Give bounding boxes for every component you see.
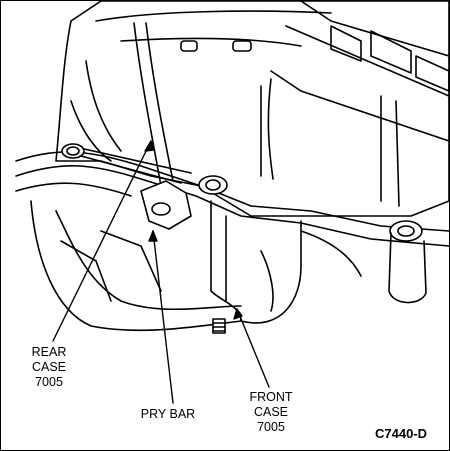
- front-case-callout: FRONT CASE 7005: [249, 390, 293, 434]
- leader-rear-case: [53, 141, 151, 341]
- figure-id-label: C7440-D: [374, 426, 428, 441]
- rear-case-callout: REAR CASE 7005: [31, 345, 67, 389]
- pry-bar-callout: PRY BAR: [140, 407, 196, 421]
- rear-case-housing: [56, 1, 449, 216]
- pry-bar: [134, 23, 191, 229]
- leader-front-case: [237, 309, 269, 387]
- front-case: [31, 201, 361, 333]
- leader-pry-bar: [153, 231, 173, 403]
- leader-lines: [53, 141, 269, 403]
